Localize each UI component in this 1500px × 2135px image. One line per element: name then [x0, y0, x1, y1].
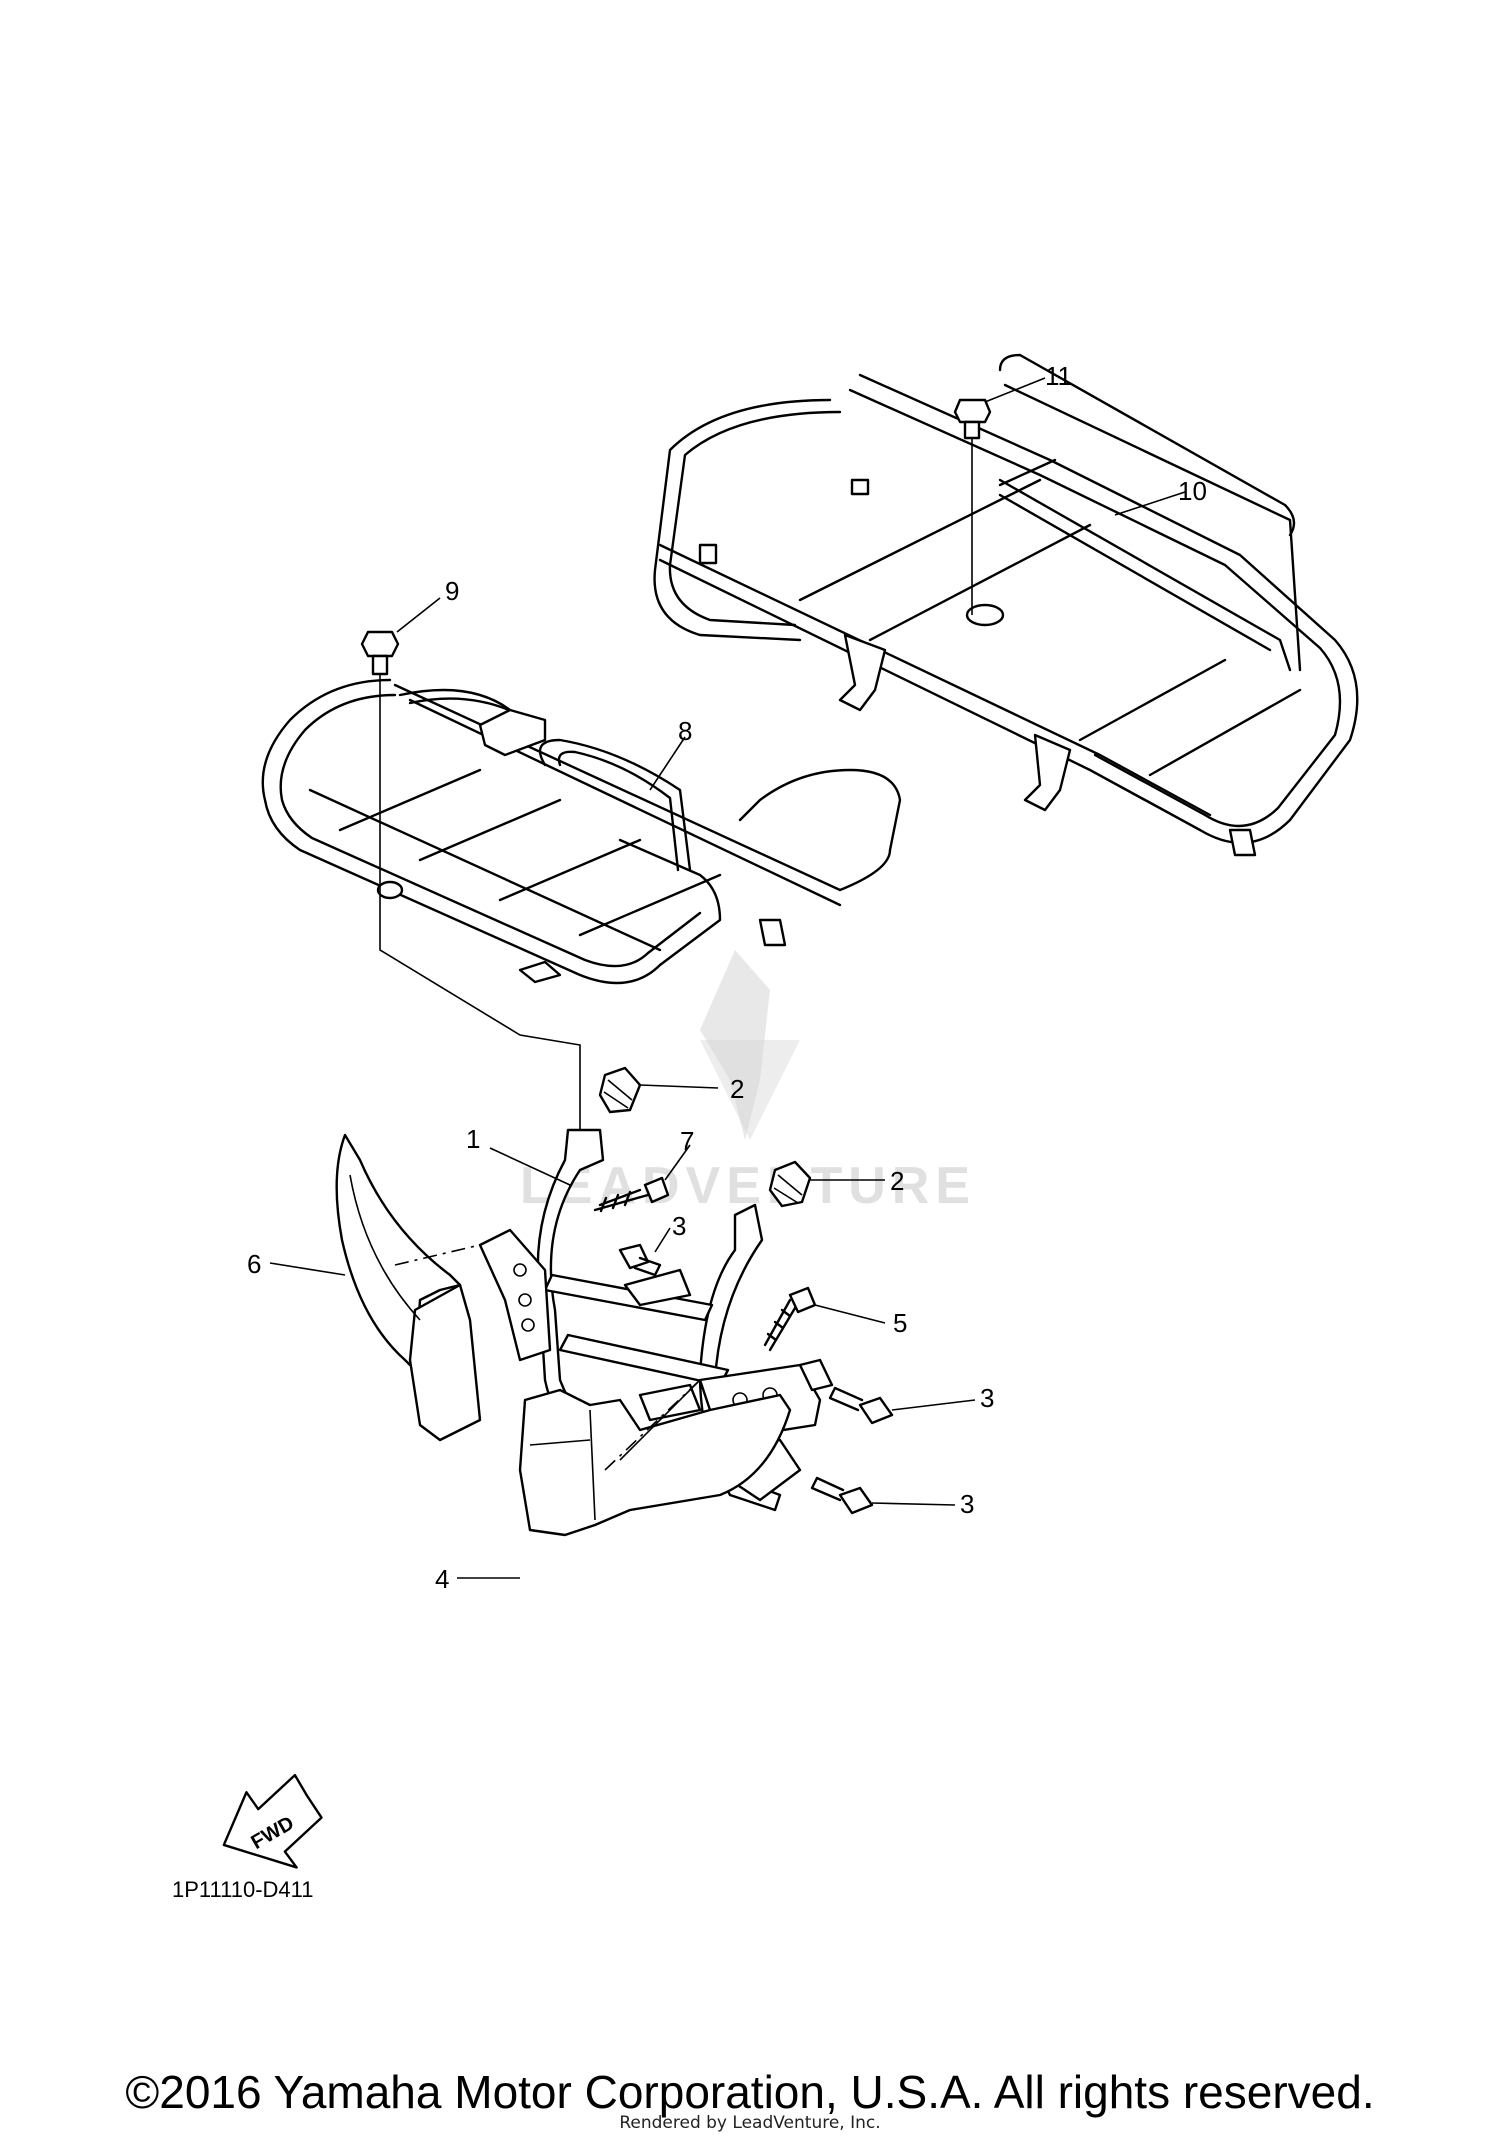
- bolt-part-3-a[interactable]: [618, 1243, 662, 1277]
- callout-4: 4: [435, 1564, 449, 1594]
- grommet-part-2-upper[interactable]: [598, 1066, 642, 1114]
- callout-3-c: 3: [960, 1489, 974, 1519]
- callout-3-a: 3: [672, 1211, 686, 1241]
- callout-3-b: 3: [980, 1383, 994, 1413]
- side-cover-part-6[interactable]: [335, 1133, 482, 1442]
- diagram-code: 1P11110-D411: [172, 1877, 313, 1902]
- bolt-part-3-b[interactable]: [828, 1386, 894, 1425]
- copyright-notice: ©2016 Yamaha Motor Corporation, U.S.A. A…: [125, 2066, 1375, 2118]
- watermark-text: LEADVENTURE: [520, 1157, 976, 1215]
- screw-part-5[interactable]: [763, 1286, 817, 1352]
- callout-2-lower: 2: [890, 1166, 904, 1196]
- bolt-part-3-c[interactable]: [810, 1476, 874, 1515]
- front-carrier-part-8[interactable]: [261, 678, 902, 985]
- callout-6: 6: [247, 1249, 261, 1279]
- callout-11: 11: [1045, 361, 1072, 391]
- callout-1: 1: [466, 1124, 480, 1154]
- callout-9: 9: [445, 576, 459, 606]
- callout-5: 5: [893, 1308, 907, 1338]
- front-cover-part-4[interactable]: [518, 1388, 792, 1537]
- callout-labels: 11 10 9 8 2 2 1 7 3 5 3 3 6 4: [247, 361, 1207, 1594]
- callout-10: 10: [1178, 476, 1207, 506]
- bolt-part-11[interactable]: [953, 398, 992, 440]
- callout-7: 7: [680, 1126, 694, 1156]
- rendered-by-credit: Rendered by LeadVenture, Inc.: [619, 2113, 881, 2133]
- leadventure-watermark: LEADVENTURE: [520, 950, 976, 1215]
- rear-carrier-part-10[interactable]: [653, 353, 1359, 857]
- callout-2-upper: 2: [730, 1074, 744, 1104]
- leader-lines: [269, 377, 1186, 1579]
- grommet-part-2-lower[interactable]: [768, 1160, 812, 1208]
- screw-part-7[interactable]: [593, 1176, 670, 1213]
- bolt-part-9[interactable]: [360, 630, 400, 676]
- fwd-arrow-icon: FWD: [222, 1773, 323, 1869]
- callout-8: 8: [678, 716, 692, 746]
